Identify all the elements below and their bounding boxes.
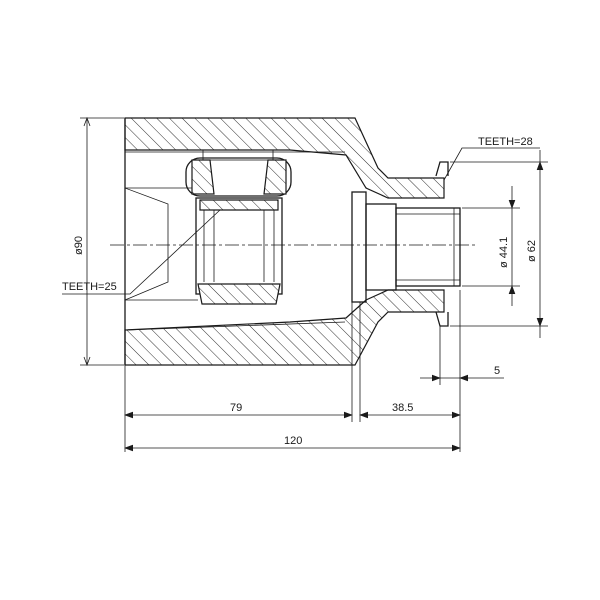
cone-profile [124,187,169,301]
clip-bottom [435,311,449,327]
roller-top-body [185,157,292,197]
dim-stub-length: 38.5 [392,402,413,414]
teeth-inner-label: TEETH=25 [62,281,117,293]
spider-upper-hatch [199,199,279,211]
roller-top-hatch [191,159,215,195]
dim-shaft-diameter: ø 44.1 [498,237,510,268]
teeth-outer-leader [443,147,540,181]
roller-top-cage [202,149,274,161]
stub-spline [395,207,461,287]
dim-total-length: 120 [284,435,302,447]
clip-top [435,161,449,177]
housing-lower-section [124,289,445,366]
spider-lower-hatch [197,283,281,305]
stub-shaft [365,203,397,291]
spider-body [195,197,283,295]
roller-top-hatch-right [263,159,287,195]
teeth-inner-leader [62,209,221,295]
stub-neck [351,191,367,303]
dim-body-length: 79 [230,402,242,414]
bore-lower-line [124,321,346,331]
dim-groove-width: 5 [494,365,500,377]
dim-housing-diameter: ø90 [73,236,85,255]
teeth-outer-label: TEETH=28 [478,136,533,148]
dim-flange-diameter: ø 62 [526,240,538,262]
